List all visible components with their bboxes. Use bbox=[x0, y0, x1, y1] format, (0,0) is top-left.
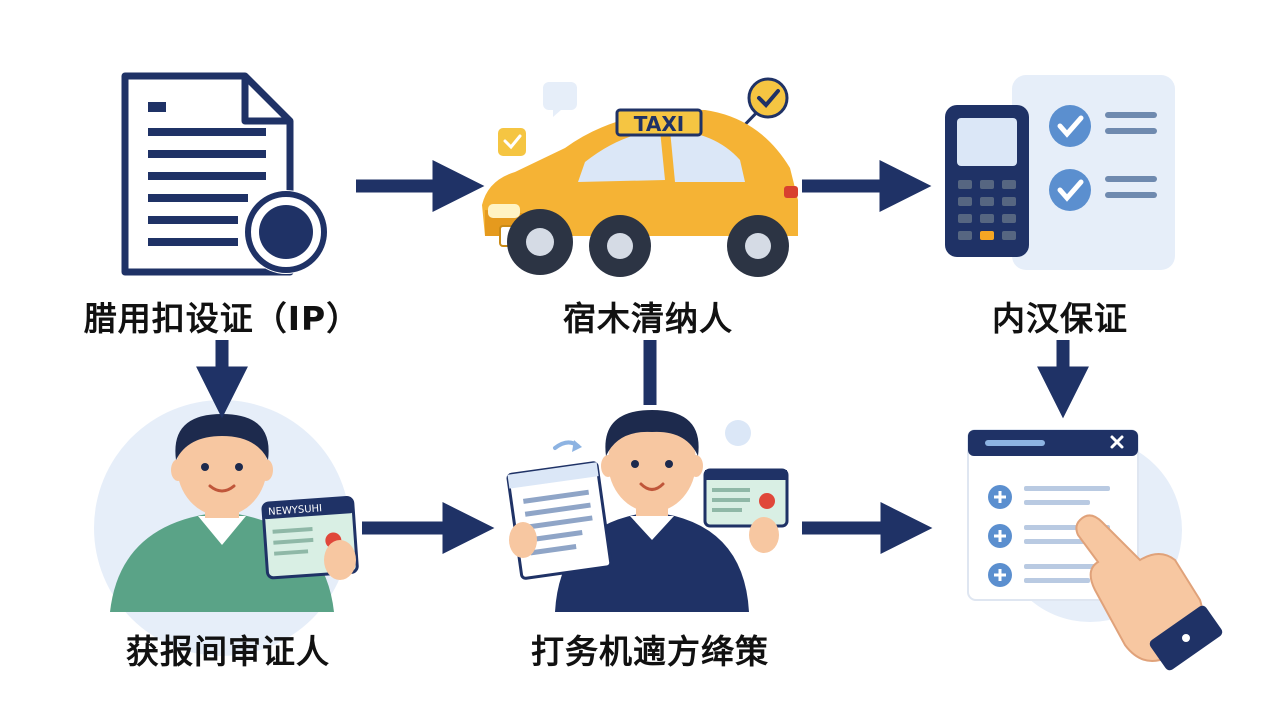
step-label-pos: 内汉保证 bbox=[992, 299, 1128, 338]
pos-terminal-checklist-icon bbox=[945, 75, 1175, 270]
step-label-document: 腊用扣设证（IP） bbox=[83, 299, 361, 338]
step-label-taxi: 宿木清纳人 bbox=[563, 299, 733, 338]
app-window-pointer-icon bbox=[967, 429, 1223, 671]
step-label-person-card: 获报间审证人 bbox=[126, 632, 330, 671]
flow-arrows bbox=[196, 160, 1089, 554]
person-with-id-card-icon: NEWYSUHI bbox=[94, 400, 359, 656]
id-card-text: NEWYSUHI bbox=[268, 503, 323, 518]
taxi-icon bbox=[482, 77, 798, 277]
step-label-person-docs: 打务机遖方绛策 bbox=[531, 632, 769, 671]
taxi-sign-text: TAXI bbox=[634, 112, 684, 136]
person-with-documents-icon bbox=[506, 410, 789, 612]
document-seal-icon bbox=[121, 72, 328, 276]
